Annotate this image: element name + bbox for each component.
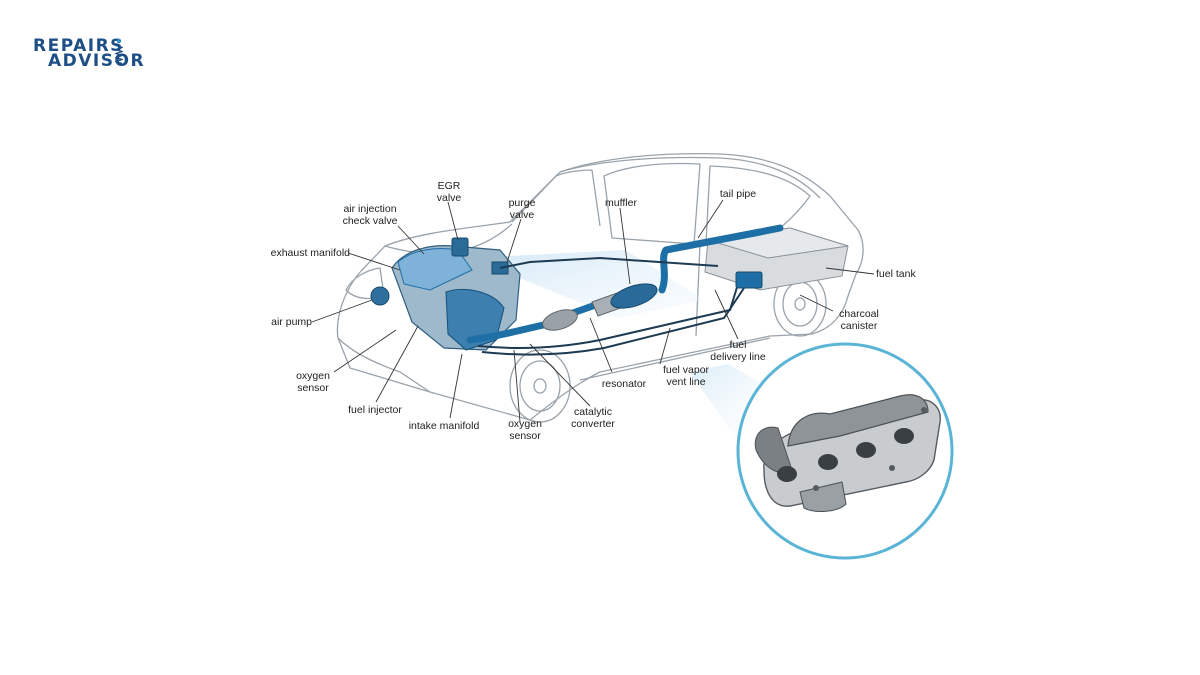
label-fuel-tank: fuel tank <box>876 268 916 280</box>
manifold-collector <box>754 426 793 473</box>
manifold-flange <box>763 399 941 507</box>
car-door-line <box>695 243 701 337</box>
fuel-vapor-vent-line-path <box>481 281 749 356</box>
label-catalytic-converter: catalytic converter <box>571 406 615 430</box>
exhaust-manifold-closeup <box>754 394 941 512</box>
car-side-window-front <box>603 162 701 245</box>
car-sill <box>579 337 771 381</box>
label-fuel-delivery-line: fuel delivery line <box>710 339 766 363</box>
label-tail-pipe: tail pipe <box>719 188 757 200</box>
label-oxygen-sensor-front: oxygen sensor <box>296 370 330 394</box>
fuel-lines <box>477 256 749 356</box>
label-resonator: resonator <box>601 378 647 390</box>
charcoal-canister-body <box>735 271 763 289</box>
label-muffler: muffler <box>605 197 637 209</box>
label-fuel-injector: fuel injector <box>348 404 402 416</box>
label-intake-manifold: intake manifold <box>408 420 480 432</box>
car-roof-line <box>559 156 821 199</box>
fuel-delivery-line-path <box>477 283 739 349</box>
label-air-injection-check-valve: air injection check valve <box>342 203 398 227</box>
car-body <box>336 152 864 421</box>
label-air-pump: air pump <box>271 316 312 328</box>
manifold-outlet <box>799 481 847 512</box>
spring-icon <box>115 38 123 65</box>
exhaust-pipe-rear <box>658 228 764 294</box>
label-charcoal-canister: charcoal canister <box>839 308 879 332</box>
exhaust-pipe-front <box>466 320 552 344</box>
front-wheel <box>509 349 571 423</box>
car-windshield <box>511 169 601 227</box>
brand-line-1: REPAIRS <box>33 36 124 56</box>
muffler-body <box>610 283 658 309</box>
leader-lines <box>311 199 875 423</box>
manifold-inset <box>736 342 954 560</box>
car-silhouette <box>336 152 864 421</box>
car-headlight <box>345 267 385 300</box>
label-exhaust-manifold: exhaust manifold <box>270 247 350 259</box>
label-fuel-vapor-vent-line: fuel vapor vent line <box>662 364 710 388</box>
inset-border <box>736 342 954 560</box>
tail-pipe-line <box>756 224 784 236</box>
car-bumper <box>337 337 431 393</box>
manifold-runner-top <box>787 394 929 447</box>
catalytic-converter-body <box>542 309 578 331</box>
label-egr-valve: EGR valve <box>436 180 462 204</box>
purge-line-path <box>499 256 719 269</box>
engine-block <box>370 237 521 351</box>
label-purge-valve: purge valve <box>508 197 536 221</box>
label-oxygen-sensor-rear: oxygen sensor <box>508 418 542 442</box>
